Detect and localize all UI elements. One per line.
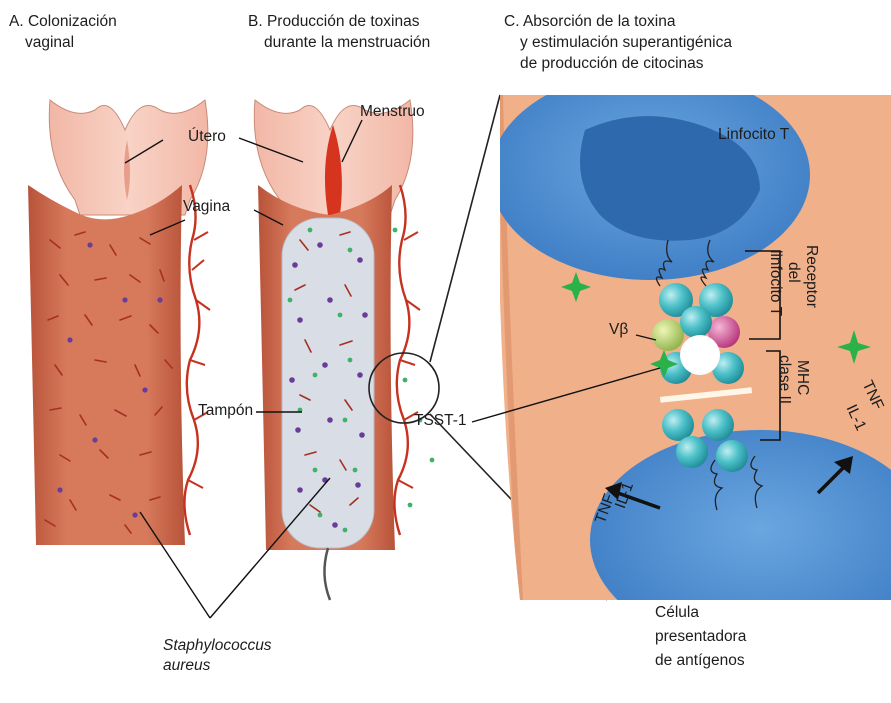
panel-c-title-line2: y estimulación superantigénica [504, 32, 732, 53]
label-staph-line2: aureus [163, 656, 210, 675]
panel-b-title-line1: B. Producción de toxinas [248, 13, 419, 30]
label-utero: Útero [188, 127, 226, 146]
panel-a-title-line2: vaginal [9, 32, 117, 53]
label-staph-line1: Staphylococcus [163, 636, 272, 655]
panel-a-figure [28, 100, 210, 545]
label-apc-line2: presentadora [655, 627, 746, 646]
panel-a-title-line1: A. Colonización [9, 13, 117, 30]
label-apc-line1: Célula [655, 603, 699, 622]
panel-c-title: C. Absorción de la toxina y estimulación… [504, 11, 732, 74]
panel-b-title-line2: durante la menstruación [248, 32, 430, 53]
label-tampon: Tampón [198, 401, 253, 420]
label-menstruo: Menstruo [360, 102, 425, 121]
panel-b-figure [254, 100, 434, 600]
panel-c-title-line3: de producción de citocinas [504, 53, 732, 74]
label-apc-line3: de antígenos [655, 651, 745, 670]
label-receptor-3: linfocito T [766, 250, 784, 316]
label-receptor-2: del [784, 262, 802, 283]
panel-a-title: A. Colonización vaginal [9, 11, 117, 53]
label-vbeta: Vβ [609, 320, 628, 339]
label-vagina: Vagina [183, 197, 230, 216]
label-mhc-1: MHC [793, 360, 811, 395]
label-linfocito: Linfocito T [718, 125, 789, 144]
label-tsst: TSST-1 [414, 411, 467, 430]
panel-b-title: B. Producción de toxinas durante la mens… [248, 11, 430, 53]
panel-c-figure [490, 70, 891, 650]
label-receptor-1: Receptor [802, 245, 820, 308]
panel-c-title-line1: C. Absorción de la toxina [504, 13, 675, 30]
label-mhc-2: clase II [775, 355, 793, 404]
